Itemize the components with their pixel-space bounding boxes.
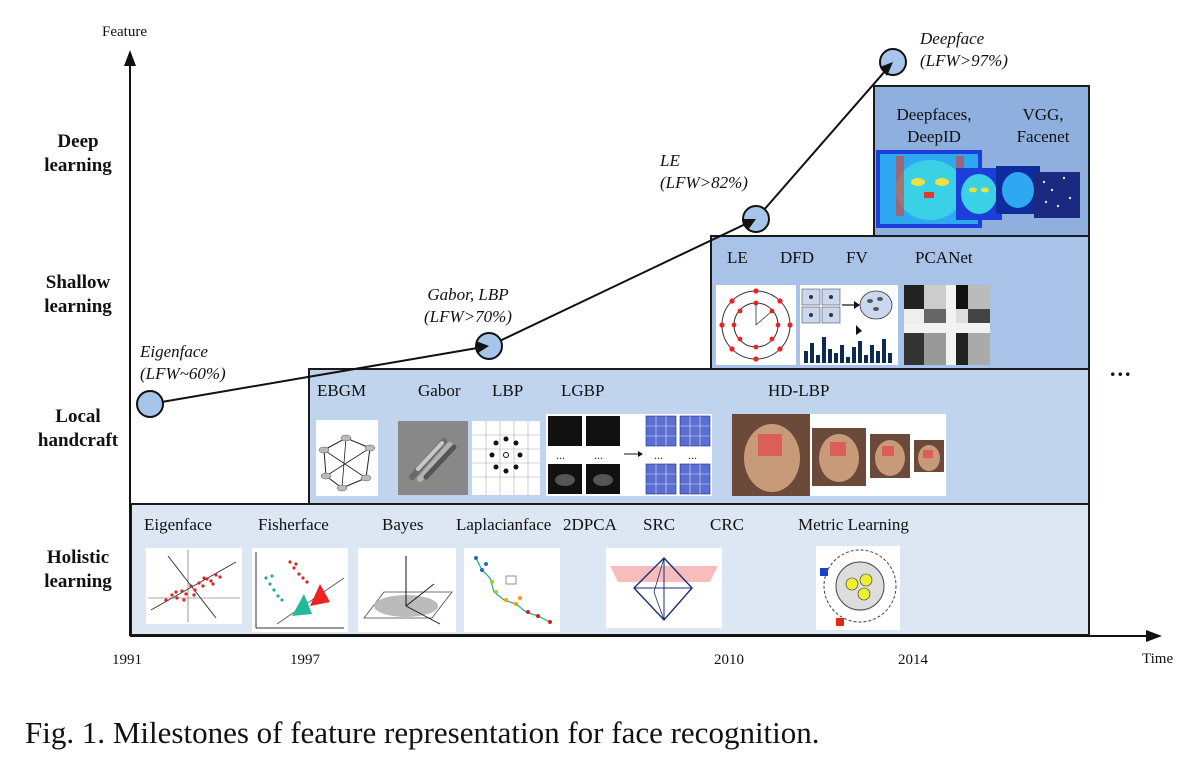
method-fv: FV bbox=[846, 248, 868, 267]
figure-caption: Fig. 1. Milestones of feature representa… bbox=[25, 715, 820, 750]
arrowhead-3 bbox=[880, 62, 893, 76]
level-label-deep: Deep learning bbox=[44, 131, 112, 176]
ebgm-graph-image bbox=[316, 420, 378, 496]
method-bayes: Bayes bbox=[382, 515, 424, 534]
method-2dpca: 2DPCA bbox=[563, 515, 617, 534]
level-label-shallow: Shallow learning bbox=[44, 272, 112, 317]
metric-learning-margin-image bbox=[816, 546, 900, 630]
method-ebgm: EBGM bbox=[317, 381, 367, 400]
hd-lbp-faces-image bbox=[732, 414, 946, 496]
milestone-le-score: (LFW>82%) bbox=[660, 173, 748, 192]
svg-text:...: ... bbox=[688, 448, 697, 462]
svg-text:...: ... bbox=[654, 448, 663, 462]
milestone-marker-eigenface bbox=[136, 390, 164, 418]
milestone-le: LE (LFW>82%) bbox=[660, 150, 748, 194]
svg-text:...: ... bbox=[594, 448, 603, 462]
method-lbp: LBP bbox=[492, 381, 524, 400]
method-hd-lbp: HD-LBP bbox=[768, 381, 830, 400]
x-axis-arrow bbox=[1146, 630, 1162, 642]
deep-feature-maps-image bbox=[876, 148, 1082, 230]
method-crc: CRC bbox=[710, 515, 745, 534]
milestone-gabor-lbp: Gabor, LBP (LFW>70%) bbox=[424, 284, 512, 328]
method-gabor: Gabor bbox=[418, 381, 461, 400]
method-le: LE bbox=[727, 248, 748, 267]
milestone-eigenface-score: (LFW~60%) bbox=[140, 364, 226, 383]
bayes-diagram-image bbox=[358, 548, 456, 632]
method-deepfaces-deepid: Deepfaces, DeepID bbox=[896, 105, 972, 146]
method-metric-learning: Metric Learning bbox=[798, 515, 909, 534]
year-1997: 1997 bbox=[290, 652, 320, 668]
lgbp-pipeline-image: ... ... ... ... bbox=[546, 414, 712, 496]
method-laplacianface: Laplacianface bbox=[456, 515, 552, 534]
method-dfd: DFD bbox=[780, 248, 815, 267]
eigenface-scatter-image bbox=[146, 548, 242, 624]
year-2014: 2014 bbox=[898, 652, 928, 668]
arrowhead-2 bbox=[742, 219, 756, 230]
laplacianface-manifold-image bbox=[464, 548, 560, 632]
milestone-le-name: LE bbox=[660, 151, 680, 170]
y-axis-label: Feature bbox=[102, 24, 147, 40]
milestone-eigenface: Eigenface (LFW~60%) bbox=[140, 341, 226, 385]
src-crc-octahedron-image bbox=[606, 548, 722, 628]
milestone-deepface-score: (LFW>97%) bbox=[920, 51, 1008, 70]
continuation-ellipsis: ... bbox=[1110, 356, 1133, 381]
method-pcanet: PCANet bbox=[915, 248, 973, 267]
method-fisherface: Fisherface bbox=[258, 515, 329, 534]
milestone-deepface-name: Deepface bbox=[920, 29, 985, 48]
year-1991: 1991 bbox=[112, 652, 142, 668]
axes-svg bbox=[124, 48, 1162, 642]
milestone-deepface: Deepface (LFW>97%) bbox=[920, 28, 1008, 72]
x-axis-label: Time bbox=[1142, 651, 1174, 667]
le-sampling-image bbox=[716, 285, 796, 365]
method-lgbp: LGBP bbox=[561, 381, 605, 400]
arrowhead-1 bbox=[476, 341, 489, 353]
method-eigenface: Eigenface bbox=[144, 515, 212, 534]
lbp-neighborhood-image bbox=[472, 421, 540, 495]
milestone-gabor-lbp-score: (LFW>70%) bbox=[424, 307, 512, 326]
level-label-holistic: Holistic learning bbox=[44, 547, 112, 592]
pcanet-filters-image bbox=[904, 285, 990, 365]
year-2010: 2010 bbox=[714, 652, 744, 668]
milestone-trend-line bbox=[149, 61, 894, 405]
level-label-local: Local handcraft bbox=[37, 406, 119, 451]
gabor-filter-image bbox=[398, 421, 468, 495]
milestone-eigenface-name: Eigenface bbox=[140, 342, 208, 361]
fisherface-projection-image bbox=[252, 548, 348, 632]
svg-text:...: ... bbox=[556, 448, 565, 462]
method-src: SRC bbox=[643, 515, 676, 534]
dfd-fv-pipeline-image bbox=[800, 285, 898, 365]
milestone-gabor-lbp-name: Gabor, LBP bbox=[427, 285, 509, 304]
method-vgg-facenet: VGG, Facenet bbox=[1016, 105, 1070, 146]
y-axis-arrow bbox=[124, 50, 136, 66]
